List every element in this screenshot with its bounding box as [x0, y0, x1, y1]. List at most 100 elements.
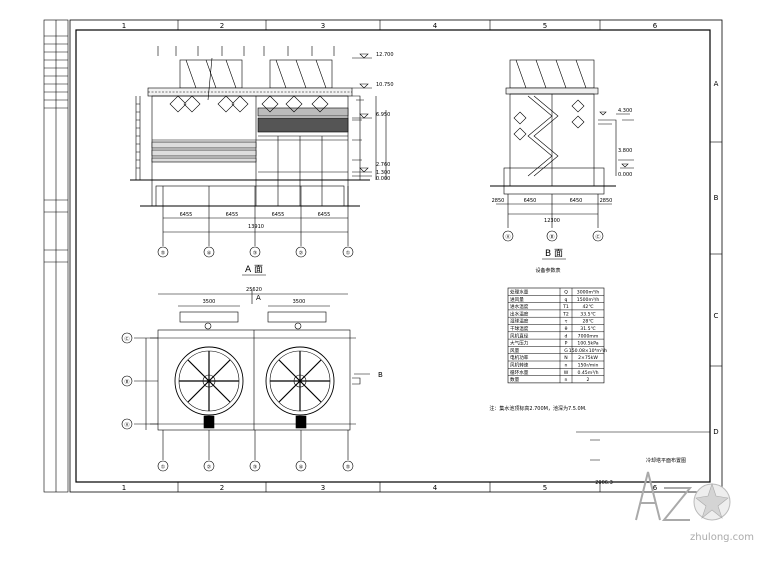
column-label: 3 [321, 22, 325, 30]
axis-bubble [342, 246, 354, 258]
axis-label: ③ [253, 251, 257, 257]
grid-bubble [121, 375, 133, 387]
grid-bubble [121, 332, 133, 344]
table-cell-name: 干球温度 [510, 325, 529, 332]
table-cell-name: 风机直径 [510, 332, 529, 339]
param-table-border [507, 287, 605, 384]
drawing-date: 2006.3 [595, 480, 613, 486]
table-cell-symbol: n [565, 378, 568, 383]
column-label: 4 [433, 22, 438, 30]
axis-label: ④ [299, 465, 304, 471]
span-dim: 6450 [570, 198, 583, 204]
watermark-logo [635, 471, 731, 521]
grid-bubble [121, 418, 133, 430]
table-cell-name: 出水温度 [510, 310, 529, 317]
plan-grid-bubbles-left: ⒸⒷⒶ [121, 332, 133, 430]
column-label: 5 [543, 484, 547, 492]
level-label: 0.000 [618, 172, 632, 178]
table-cell-value: 150.08×10⁴m³/h [569, 348, 607, 354]
table-cell-symbol: θ [565, 326, 568, 332]
axis-label: ④ [207, 251, 212, 257]
column-label: 2 [220, 484, 224, 492]
axis-label: ① [346, 251, 351, 257]
row-label: C [714, 312, 719, 320]
span-dim: 6455 [226, 212, 239, 218]
level-label: 0.000 [376, 176, 390, 182]
drawing-title: 冷却塔平面布置图 [646, 457, 686, 464]
span-dim: 6455 [180, 212, 193, 218]
table-cell-symbol: T1 [562, 304, 569, 310]
column-label: 2 [220, 22, 224, 30]
param-table-note: 注：集水池顶标高2.700M，池深为7.5.0M. [489, 405, 587, 412]
left-binding-strip [43, 19, 69, 493]
grid-label: Ⓑ [124, 379, 129, 386]
side-level-labels: 4.300 3.800 0.000 [618, 108, 632, 178]
side-total-dim: 12300 [544, 218, 560, 224]
table-cell-value: 42℃ [582, 304, 593, 310]
span-dim: 6450 [524, 198, 537, 204]
level-label: 10.750 [376, 82, 394, 88]
plan-top-dim: 3500 [203, 299, 216, 305]
axis-bubble [203, 246, 215, 258]
section-mark-a: A [256, 294, 261, 302]
table-cell-symbol: T2 [562, 311, 569, 317]
table-cell-value: 7000mm [578, 333, 599, 339]
grid-label: Ⓒ [124, 336, 129, 343]
table-cell-name: 风机转速 [510, 362, 529, 369]
param-table-title: 设备参数表 [535, 267, 560, 274]
axis-bubble [502, 230, 514, 242]
table-cell-name: 电机功率 [510, 354, 529, 361]
table-cell-value: 100.5kPa [577, 341, 598, 347]
level-label: 12.700 [376, 52, 394, 58]
table-cell-name: 数量 [510, 376, 520, 383]
table-cell-symbol: n [565, 364, 568, 369]
sheet-frame [69, 19, 723, 493]
span-dim: 2850 [492, 198, 505, 204]
axis-label: Ⓒ [595, 234, 600, 241]
axis-label: ② [207, 465, 212, 471]
table-cell-name: 处理水量 [510, 289, 529, 296]
side-elevation [490, 59, 634, 228]
column-label: 1 [122, 484, 126, 492]
plan-top-dim: 3500 [293, 299, 306, 305]
plan-view [134, 290, 370, 460]
axis-bubble [342, 460, 354, 472]
table-cell-name: 进风量 [510, 296, 524, 303]
table-cell-symbol: P [565, 341, 568, 347]
row-label: B [714, 194, 719, 202]
section-mark-b: B [378, 371, 383, 379]
level-label: 3.800 [618, 148, 632, 154]
column-label: 5 [543, 22, 547, 30]
table-cell-symbol: Q [564, 290, 568, 296]
table-cell-value: 3000m³/h [577, 290, 600, 296]
table-cell-symbol: W [564, 370, 569, 376]
table-cell-name: 大气压力 [510, 340, 529, 347]
axis-bubble [249, 246, 261, 258]
table-cell-value: 2×75kW [578, 355, 598, 361]
table-cell-symbol: N [564, 355, 567, 361]
axis-label: ① [161, 465, 166, 471]
front-view-label: A 面 [245, 264, 263, 275]
table-cell-name: 风量 [510, 347, 520, 354]
side-view-label: B 面 [545, 248, 563, 259]
table-cell-name: 循环水量 [510, 369, 529, 376]
span-dim: 2850 [600, 198, 613, 204]
axis-bubble [157, 246, 169, 258]
level-label: 2.760 [376, 162, 390, 168]
watermark-text: zhulong.com [690, 532, 754, 543]
axis-label: ⑤ [346, 465, 350, 471]
level-label: 1.300 [376, 170, 390, 176]
level-label: 4.300 [618, 108, 632, 114]
axis-bubble [249, 460, 261, 472]
front-total-dim: 13910 [248, 224, 264, 230]
axis-bubble [295, 246, 307, 258]
axis-label: Ⓐ [505, 234, 510, 241]
axis-bubble [203, 460, 215, 472]
